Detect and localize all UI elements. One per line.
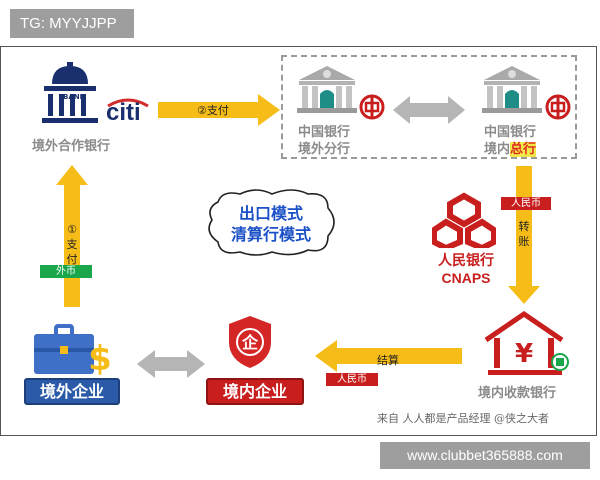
receiving-bank-label: 境内收款银行 bbox=[478, 386, 557, 401]
transfer-char-1: 转 bbox=[518, 220, 530, 233]
cloud-title: 出口模式 清算行模式 bbox=[200, 203, 342, 245]
boc-group-dashed-box bbox=[281, 55, 577, 159]
domestic-company-label: 境内企业 bbox=[206, 378, 304, 405]
svg-text:$: $ bbox=[88, 339, 112, 378]
transfer-label: 转 账 bbox=[517, 219, 531, 249]
citi-logo-text: citi bbox=[106, 99, 141, 126]
receiving-bank-icon: ¥ bbox=[484, 310, 569, 375]
pay-left-char-2: 付 bbox=[66, 253, 78, 266]
boc-domestic-hq-label: 中国银行 境内总行 bbox=[484, 124, 537, 158]
shield-enterprise-icon: 企 bbox=[229, 316, 271, 368]
bank-word-text: BANK bbox=[63, 93, 86, 101]
watermark-tag: TG: MYYJJPP bbox=[10, 9, 134, 38]
rmb-bottom-tag: 人民币 bbox=[326, 373, 378, 386]
boc-domestic-highlight: 总行 bbox=[510, 142, 537, 157]
pay-left-char-1: 支 bbox=[66, 238, 78, 251]
cloud-line2: 清算行模式 bbox=[230, 225, 311, 244]
footer-url-badge: www.clubbet365888.com bbox=[380, 442, 590, 469]
pboc-line1: 人民银行 bbox=[438, 253, 494, 269]
enterprise-icon-char: 企 bbox=[241, 333, 259, 352]
pay-left-num: ① bbox=[67, 223, 77, 236]
pboc-label: 人民银行 CNAPS bbox=[430, 253, 502, 287]
arrow-companies bbox=[137, 350, 205, 378]
briefcase-dollar-icon: $ bbox=[34, 324, 112, 378]
arrow-boc-interbank bbox=[393, 96, 465, 124]
diagram-frame bbox=[0, 46, 597, 436]
cloud-shape bbox=[208, 189, 335, 256]
boc-building-icon bbox=[297, 66, 357, 113]
arrow-settle-left bbox=[315, 340, 462, 372]
arrow-pay-to-boc bbox=[158, 94, 280, 126]
boc-domestic-line1: 中国银行 bbox=[484, 125, 537, 140]
foreign-currency-tag: 外币 bbox=[40, 265, 92, 278]
boc-hq-logo-icon bbox=[545, 94, 571, 120]
bank-building-icon bbox=[42, 62, 98, 123]
boc-overseas-line1: 中国银行 bbox=[298, 125, 351, 140]
boc-logo-icon bbox=[359, 94, 385, 120]
rmb-right-tag: 人民币 bbox=[501, 197, 551, 210]
overseas-company-label: 境外企业 bbox=[24, 378, 120, 405]
svg-text:¥: ¥ bbox=[515, 339, 533, 369]
cloud-line1: 出口模式 bbox=[238, 204, 303, 223]
pboc-line2: CNAPS bbox=[441, 270, 491, 286]
boc-overseas-line2: 境外分行 bbox=[298, 142, 351, 157]
boc-hq-building-icon bbox=[482, 66, 542, 113]
settle-label: 结算 bbox=[377, 354, 399, 367]
boc-domestic-line2-pre: 境内 bbox=[484, 142, 511, 157]
source-note: 来自 人人都是产品经理 @侠之大者 bbox=[377, 412, 549, 425]
pay-left-label: ① 支 付 bbox=[65, 222, 79, 267]
transfer-char-2: 账 bbox=[518, 235, 530, 248]
boc-domestic-line2: 境内总行 bbox=[484, 141, 537, 158]
citi-logo-icon bbox=[107, 98, 149, 108]
pay-top-label: ②支付 bbox=[197, 104, 229, 117]
overseas-partner-bank-label: 境外合作银行 bbox=[32, 139, 111, 154]
boc-overseas-branch-label: 中国银行 境外分行 bbox=[298, 124, 350, 158]
pboc-logo-icon bbox=[432, 192, 496, 248]
